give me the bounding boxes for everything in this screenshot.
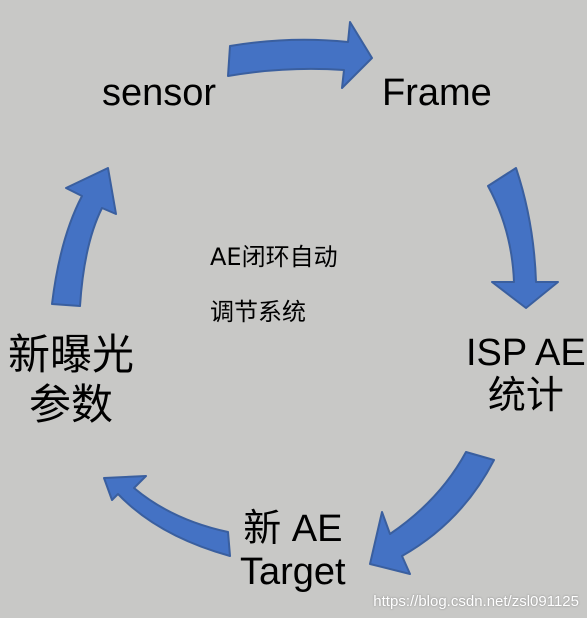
node-new-ae-target: 新 AE Target xyxy=(240,508,346,593)
center-label-line2: 调节系统 xyxy=(210,298,306,327)
node-sensor-label: sensor xyxy=(102,72,217,114)
node-frame: Frame xyxy=(382,72,492,115)
arrow-param-to-sensor xyxy=(51,167,117,307)
center-label-line1: AE闭环自动 xyxy=(210,243,338,271)
node-frame-label: Frame xyxy=(382,72,492,114)
arrow-isp-to-target xyxy=(369,451,495,575)
watermark: https://blog.csdn.net/zsl091125 xyxy=(373,593,579,610)
node-target-line1: 新 AE xyxy=(243,508,343,550)
node-param-line2: 参数 xyxy=(29,380,114,430)
arrow-sensor-to-frame xyxy=(227,21,373,89)
arrow-target-to-param xyxy=(103,475,231,557)
node-new-exposure-params: 新曝光 参数 xyxy=(8,330,134,431)
arrow-frame-to-isp xyxy=(487,167,559,309)
node-sensor: sensor xyxy=(102,72,216,115)
node-target-line2: Target xyxy=(240,550,346,593)
node-isp-ae-stats: ISP AE 统计 xyxy=(466,332,586,417)
node-isp-line2: 统计 xyxy=(487,374,564,417)
node-param-line1: 新曝光 xyxy=(8,330,135,379)
center-label: AE闭环自动 调节系统 xyxy=(210,230,338,340)
node-isp-line1: ISP AE xyxy=(466,332,586,374)
